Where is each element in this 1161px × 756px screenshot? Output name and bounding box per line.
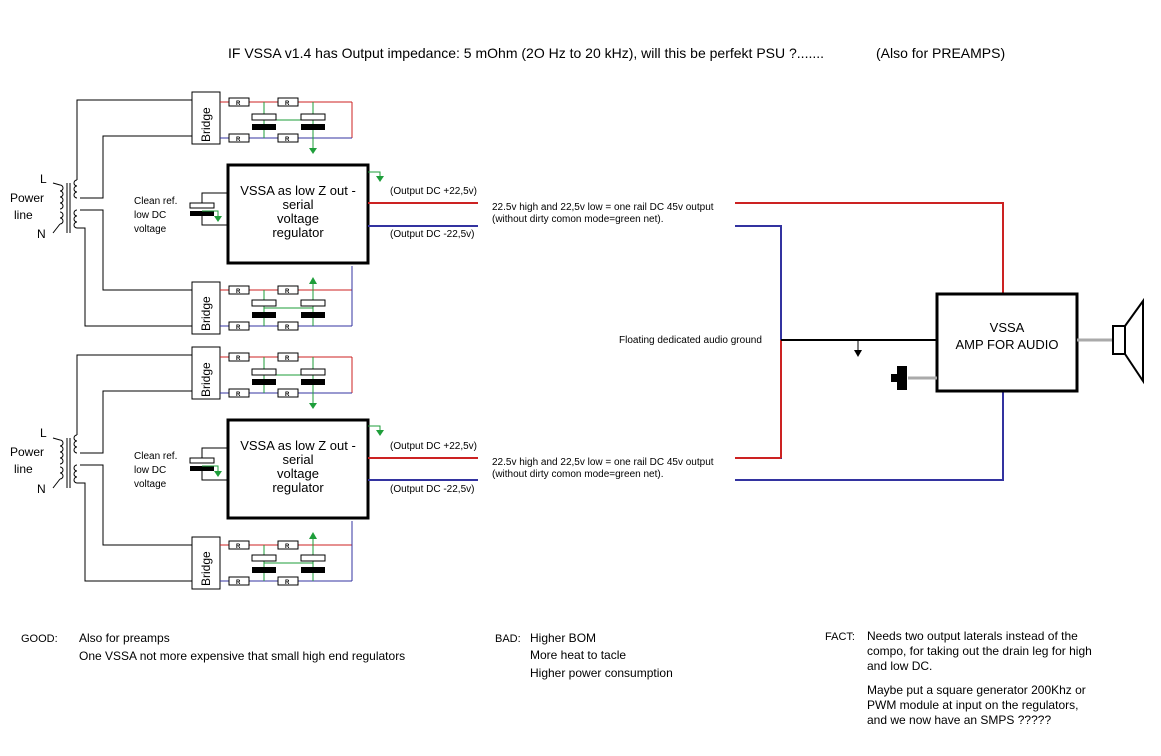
fact-line: compo, for taking out the drain leg for … (867, 644, 1092, 658)
resistor-label: R (285, 325, 290, 331)
notes-good: GOOD: Also for preamps One VSSA not more… (21, 631, 405, 663)
bridge-label: Bridge (199, 551, 213, 586)
resistor-label: R (236, 580, 241, 586)
resistor-label: R (236, 544, 241, 550)
filter-upper-bottom: R R R R (220, 352, 353, 409)
bad-item: Higher power consumption (530, 666, 673, 680)
output-neg-label: (Output DC -22,5v) (390, 484, 474, 495)
fact-heading: FACT: (825, 631, 855, 643)
bridge-label: Bridge (199, 296, 213, 331)
rail-note: 22.5v high and 22,5v low = one rail DC 4… (492, 457, 714, 468)
filter-lower-top: R R R R (220, 266, 353, 331)
bad-item: More heat to tacle (530, 648, 626, 662)
fact-line: Maybe put a square generator 200Khz or (867, 683, 1086, 697)
regulator-box-bottom (226, 418, 370, 520)
line-l-label: L (40, 172, 47, 186)
input-jack-icon (891, 366, 937, 390)
regulator-label: VSSA as low Z out - (240, 438, 356, 453)
speaker-icon (1077, 297, 1144, 385)
power-line-label: Power (10, 191, 44, 205)
bad-heading: BAD: (495, 633, 521, 645)
power-line-label: Power (10, 445, 44, 459)
transformer-top (52, 179, 78, 234)
amp-box (935, 292, 1079, 393)
resistor-label: R (236, 289, 241, 295)
clean-ref-label: voltage (134, 224, 167, 235)
resistor-label: R (285, 544, 290, 550)
line-n-label: N (37, 482, 46, 496)
amp-label: VSSA (990, 320, 1025, 335)
power-line-label: line (14, 462, 33, 476)
filter-lower-bottom: R R R R (220, 521, 353, 586)
resistor-label: R (285, 137, 290, 143)
regulator-label: voltage (277, 211, 319, 226)
notes-fact: FACT: Needs two output laterals instead … (825, 629, 1092, 727)
bridge-upper-top (191, 91, 221, 145)
clean-ref-label: low DC (134, 210, 166, 221)
output-neg-label: (Output DC -22,5v) (390, 229, 474, 240)
clean-ref-capacitor-bottom (189, 447, 228, 481)
bad-item: Higher BOM (530, 631, 596, 645)
resistor-label: R (285, 580, 290, 586)
bridge-upper-bottom (191, 346, 221, 400)
resistor-label: R (285, 101, 290, 107)
notes-bad: BAD: Higher BOM More heat to tacle Highe… (495, 631, 673, 680)
output-pos-label: (Output DC +22,5v) (390, 441, 477, 452)
resistor-label: R (236, 392, 241, 398)
resistor-label: R (236, 325, 241, 331)
regulator-label: VSSA as low Z out - (240, 183, 356, 198)
filter-upper-top: R R R R (220, 97, 353, 154)
ground-label: Floating dedicated audio ground (619, 335, 762, 346)
fact-line: and we now have an SMPS ????? (867, 713, 1051, 727)
ground-arrow (854, 350, 862, 357)
resistor-label: R (285, 356, 290, 362)
rail-note: 22.5v high and 22,5v low = one rail DC 4… (492, 202, 714, 213)
fact-line: Needs two output laterals instead of the (867, 629, 1078, 643)
resistor-label: R (285, 289, 290, 295)
regulator-label: regulator (272, 225, 324, 240)
line-n-label: N (37, 227, 46, 241)
clean-ref-label: Clean ref. (134, 196, 177, 207)
diagram-title-note: (Also for PREAMPS) (876, 45, 1005, 61)
regulator-label: voltage (277, 466, 319, 481)
bridge-label: Bridge (199, 362, 213, 397)
diagram-title: IF VSSA v1.4 has Output impedance: 5 mOh… (228, 45, 824, 61)
clean-ref-label: Clean ref. (134, 451, 177, 462)
resistor-label: R (236, 137, 241, 143)
clean-ref-label: voltage (134, 479, 167, 490)
line-l-label: L (40, 426, 47, 440)
output-pos-label: (Output DC +22,5v) (390, 186, 477, 197)
bridge-lower-top (191, 281, 221, 335)
rail-note: (without dirty comon mode=green net). (492, 214, 663, 225)
good-item: One VSSA not more expensive that small h… (79, 649, 405, 663)
bridge-lower-bottom (191, 536, 221, 590)
fact-line: PWM module at input on the regulators, (867, 698, 1078, 712)
clean-ref-label: low DC (134, 465, 166, 476)
good-heading: GOOD: (21, 633, 58, 645)
rail-note: (without dirty comon mode=green net). (492, 469, 663, 480)
supply-top: L Power line N Bridge R (10, 91, 714, 335)
resistor-label: R (236, 356, 241, 362)
fact-line: and low DC. (867, 659, 932, 673)
resistor-label: R (285, 392, 290, 398)
regulator-label: serial (282, 452, 313, 467)
regulator-label: serial (282, 197, 313, 212)
amp-label: AMP FOR AUDIO (955, 337, 1058, 352)
clean-ref-capacitor-top (189, 192, 228, 226)
supply-bottom: L Power line N Bridge R R (10, 346, 714, 590)
power-line-label: line (14, 208, 33, 222)
transformer-bottom (52, 434, 78, 489)
bridge-label: Bridge (199, 107, 213, 142)
regulator-box-top (226, 163, 370, 265)
regulator-label: regulator (272, 480, 324, 495)
resistor-label: R (236, 101, 241, 107)
good-item: Also for preamps (79, 631, 170, 645)
